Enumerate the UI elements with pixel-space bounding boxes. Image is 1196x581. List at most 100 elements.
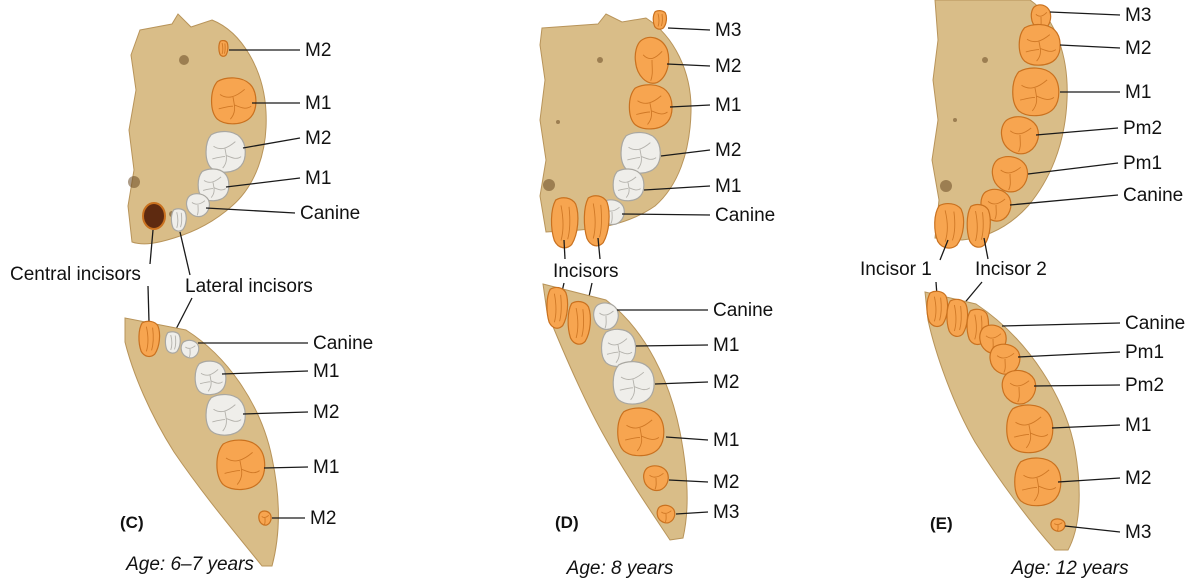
panel-c: M2 M1 M2 M1 Canine Central incisors Late…	[10, 14, 373, 575]
label-incisors: Incisors	[553, 261, 618, 282]
label-lower-m2-deciduous: M2	[313, 402, 339, 423]
panel-label: (C)	[120, 513, 144, 532]
tooth-upper-incisor-2	[967, 205, 990, 248]
label-lower-m1: M1	[313, 457, 339, 478]
label-lower-canine: Canine	[713, 300, 773, 321]
tooth-upper-m2-deciduous	[206, 132, 245, 173]
tooth-lower-m2-deciduous	[206, 395, 245, 436]
tooth-lower-m3	[1051, 519, 1065, 531]
tooth-lower-incisor-1	[927, 291, 948, 326]
label-upper-canine: Canine	[300, 203, 360, 224]
label-upper-m1-deciduous: M1	[305, 168, 331, 189]
label-upper-pm1: Pm1	[1123, 153, 1162, 174]
tooth-lower-incisor-permanent	[568, 302, 590, 345]
label-upper-pm2: Pm2	[1123, 118, 1162, 139]
label-lower-m2: M2	[713, 472, 739, 493]
label-upper-m2: M2	[305, 40, 331, 61]
leader-line	[1018, 352, 1120, 357]
tooth-lower-m1	[1007, 405, 1053, 453]
tooth-upper-m2-permanent	[635, 37, 668, 83]
tooth-lower-m1-deciduous	[602, 329, 636, 366]
bone-foramen	[597, 57, 603, 63]
age-caption: Age: 8 years	[566, 558, 674, 579]
label-lower-m2-deciduous: M2	[713, 372, 739, 393]
tooth-lower-canine-deciduous	[594, 303, 619, 329]
label-lateral-incisors: Lateral incisors	[185, 276, 313, 297]
tooth-lower-m1-permanent	[618, 408, 664, 456]
leader-line	[668, 28, 710, 30]
bone-foramen	[543, 179, 555, 191]
tooth-lower-m3-permanent	[657, 505, 675, 523]
tooth-lower-canine-deciduous	[181, 340, 199, 358]
label-lower-m3: M3	[1125, 522, 1151, 543]
bone-foramen	[128, 176, 140, 188]
label-lower-m3: M3	[713, 502, 739, 523]
label-upper-m3: M3	[715, 20, 741, 41]
leader-line	[148, 286, 149, 322]
label-lower-pm2: Pm2	[1125, 375, 1164, 396]
tooth-lower-incisor-permanent	[547, 287, 568, 328]
label-central-incisors: Central incisors	[10, 264, 141, 285]
panel-e: M3 M2 M1 Pm2 Pm1 Canine Incisor 1 Inciso…	[860, 0, 1185, 579]
tooth-lower-pm1	[990, 344, 1020, 374]
tooth-lower-m2-permanent	[644, 466, 669, 491]
tooth-upper-pm1	[992, 157, 1027, 192]
label-lower-pm1: Pm1	[1125, 342, 1164, 363]
leader-line	[222, 371, 308, 374]
tooth-upper-m2-deciduous	[621, 133, 660, 174]
tooth-upper-canine-deciduous	[187, 194, 210, 217]
label-lower-canine: Canine	[313, 333, 373, 354]
tooth-lower-central-incisor-permanent	[139, 321, 160, 356]
tooth-upper-m2	[1019, 25, 1060, 66]
central-incisor-socket	[143, 203, 165, 229]
label-incisor-1: Incisor 1	[860, 259, 932, 280]
leader-line	[1002, 323, 1120, 326]
tooth-upper-m1-permanent	[212, 78, 256, 124]
tooth-upper-m1-permanent	[629, 85, 672, 129]
label-incisor-2: Incisor 2	[975, 259, 1047, 280]
tooth-lower-m1-permanent	[217, 440, 265, 489]
label-upper-m2-deciduous: M2	[305, 128, 331, 149]
tooth-lower-m2-deciduous	[613, 362, 654, 404]
label-upper-m3: M3	[1125, 5, 1151, 26]
tooth-lower-m2	[1015, 458, 1061, 506]
tooth-lower-incisor-2	[947, 299, 968, 336]
tooth-upper-m1	[1013, 68, 1059, 116]
bone-foramen	[940, 180, 952, 192]
label-lower-m2: M2	[310, 508, 336, 529]
panel-d: M3 M2 M1 M2 M1 Canine Incisors Canine M1…	[540, 11, 775, 579]
leader-line	[1060, 45, 1120, 48]
label-lower-m2: M2	[1125, 468, 1151, 489]
label-upper-m1: M1	[715, 95, 741, 116]
tooth-upper-incisor-permanent	[551, 198, 577, 248]
age-caption: Age: 6–7 years	[125, 554, 254, 575]
tooth-lower-m1-deciduous	[195, 361, 226, 395]
label-lower-m1: M1	[1125, 415, 1151, 436]
leader-line	[180, 232, 190, 275]
label-lower-canine: Canine	[1125, 313, 1185, 334]
tooth-upper-lateral-incisor-deciduous	[171, 209, 186, 231]
tooth-upper-incisor-1	[935, 204, 964, 249]
label-upper-m1-deciduous: M1	[715, 176, 741, 197]
label-upper-m1: M1	[305, 93, 331, 114]
tooth-upper-m1-deciduous	[613, 169, 644, 201]
label-upper-canine: Canine	[715, 205, 775, 226]
tooth-upper-incisor-permanent	[584, 196, 609, 246]
leader-line	[1050, 12, 1120, 15]
bone-foramen	[556, 120, 560, 124]
tooth-lower-lateral-incisor-deciduous	[165, 332, 180, 353]
label-upper-m2: M2	[1125, 38, 1151, 59]
label-upper-m1: M1	[1125, 82, 1151, 103]
bone-foramen	[953, 118, 957, 122]
bone-foramen	[982, 57, 988, 63]
label-upper-m2: M2	[715, 56, 741, 77]
label-upper-m2-deciduous: M2	[715, 140, 741, 161]
label-lower-m1-deciduous: M1	[313, 361, 339, 382]
bone-foramen	[179, 55, 189, 65]
tooth-upper-m3-permanent	[653, 11, 666, 30]
label-upper-canine: Canine	[1123, 185, 1183, 206]
label-lower-m1-deciduous: M1	[713, 335, 739, 356]
tooth-lower-pm2	[1002, 370, 1035, 403]
label-lower-m1: M1	[713, 430, 739, 451]
